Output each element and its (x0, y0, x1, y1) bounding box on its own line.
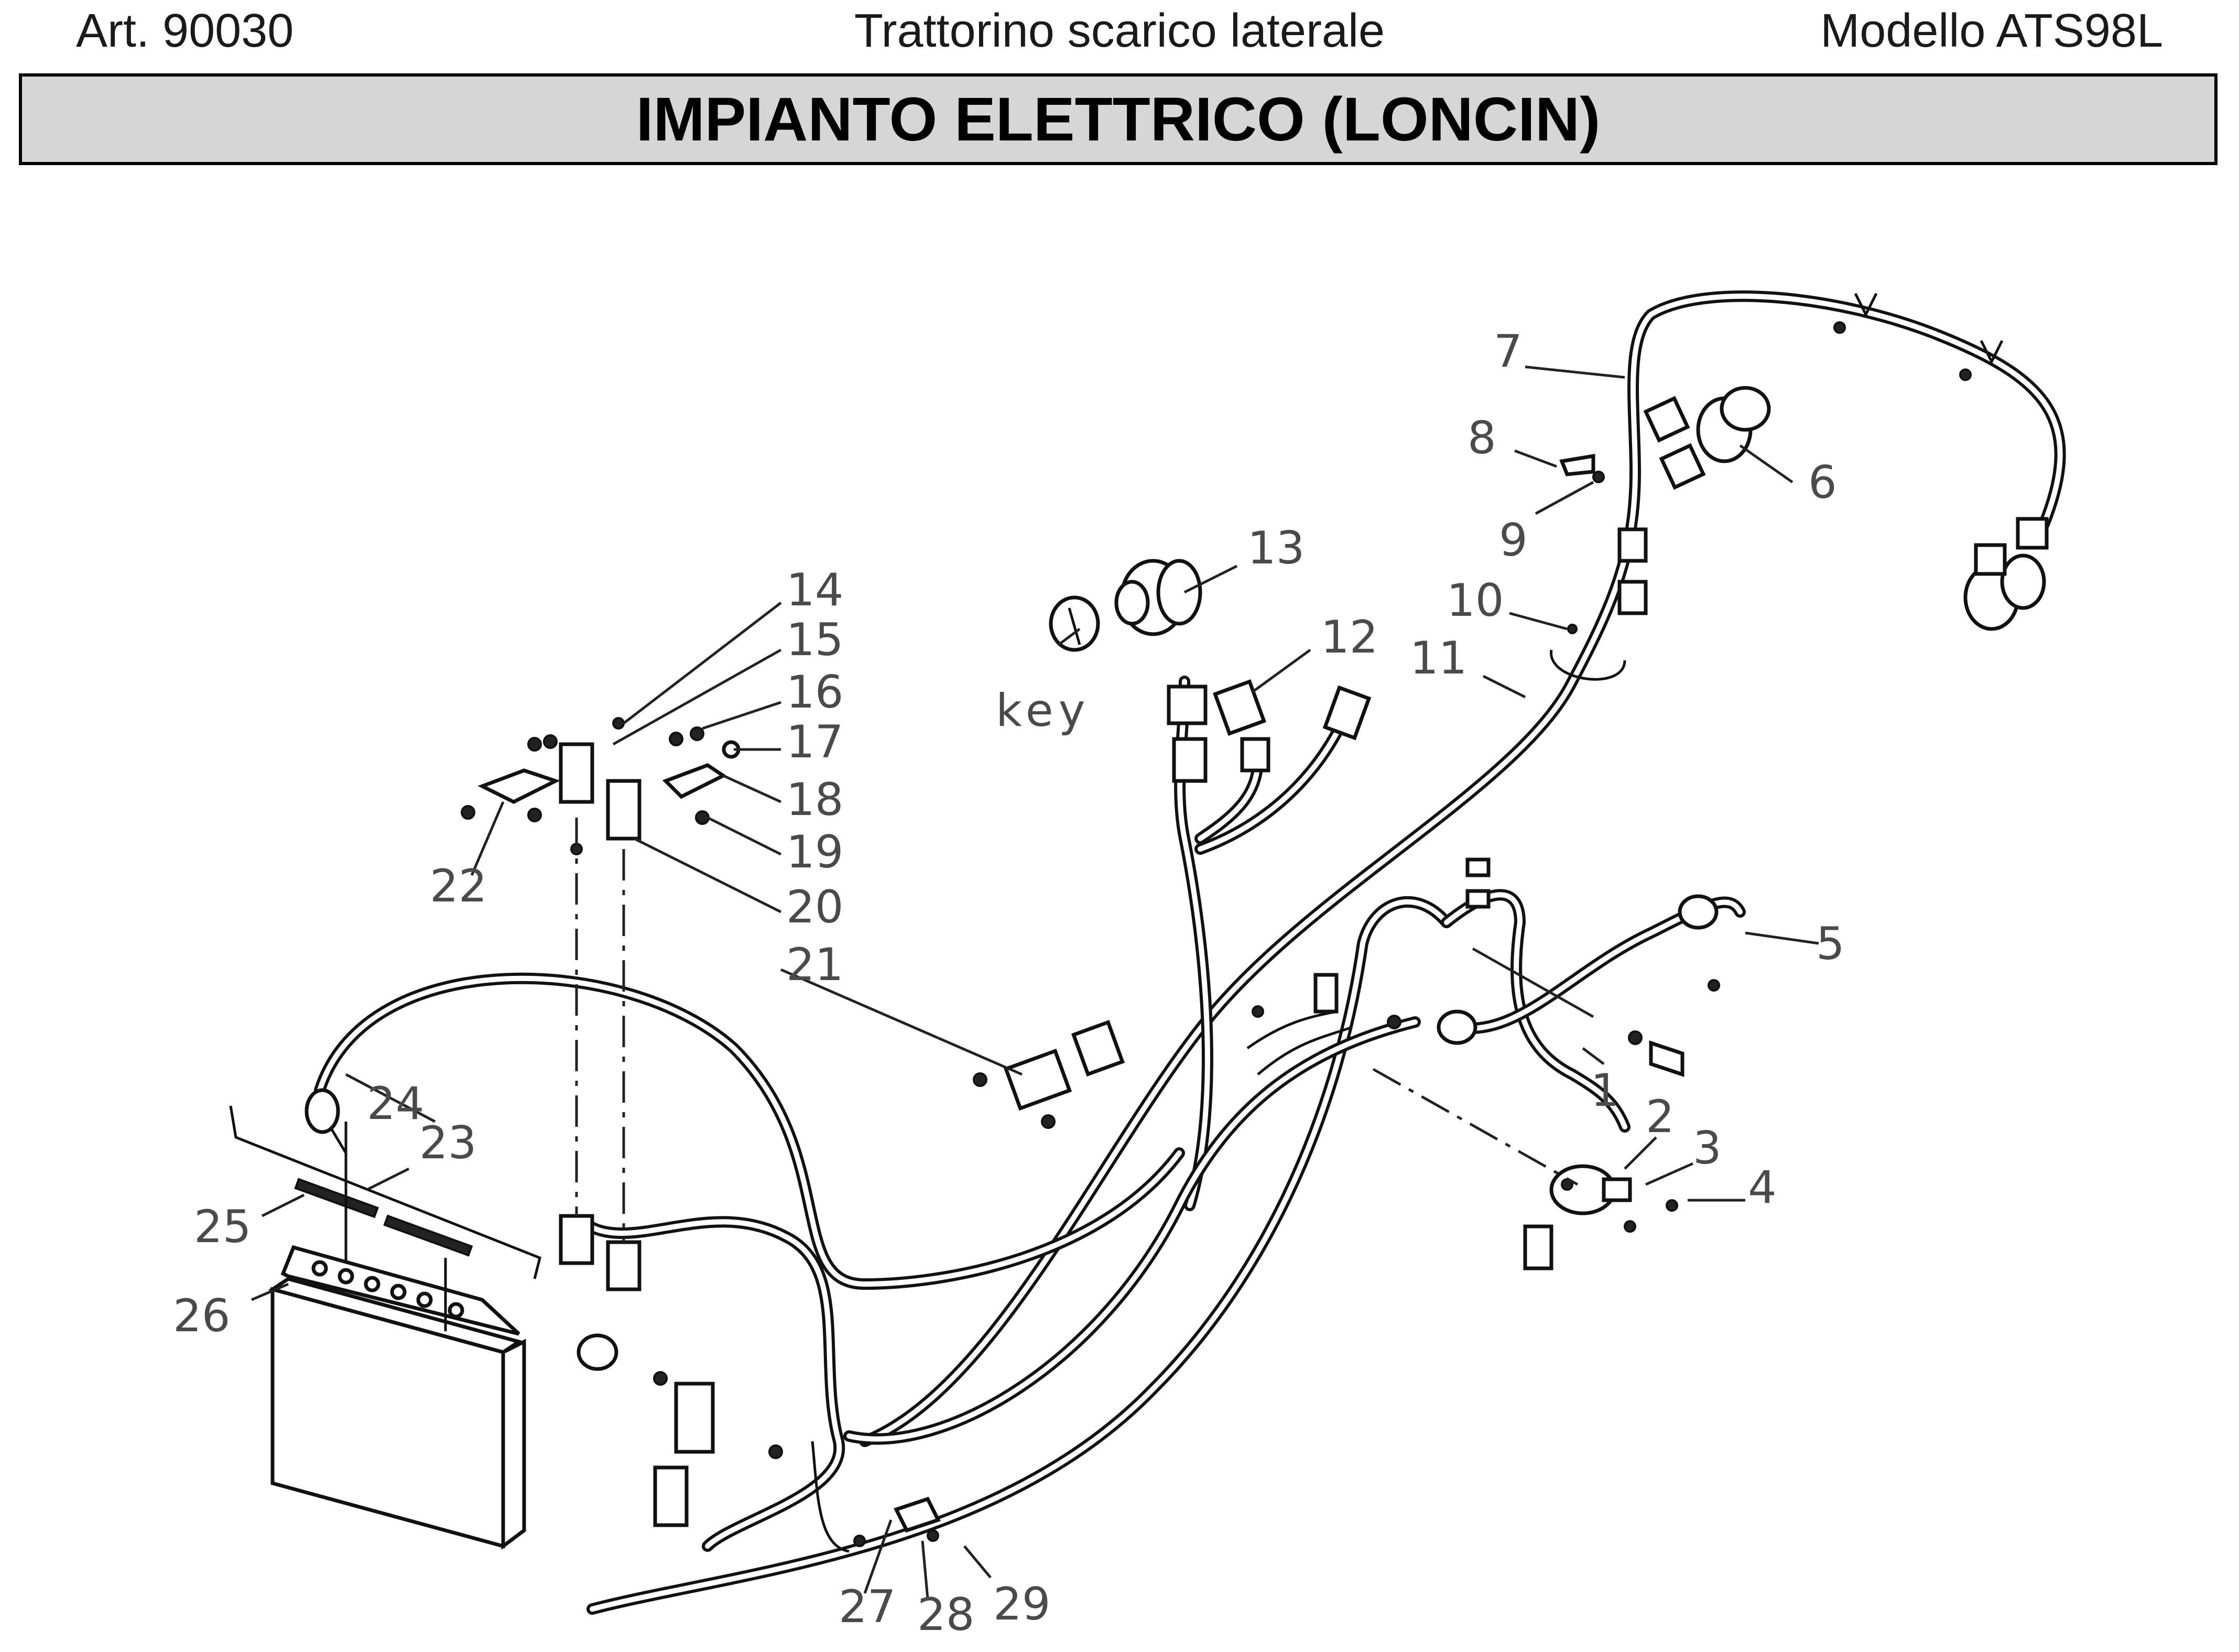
callout-12: 12 (1321, 611, 1378, 664)
battery-positive-cap (577, 1333, 618, 1371)
callout-7: 7 (1494, 325, 1523, 378)
battery (268, 1245, 526, 1550)
diagram-title: IMPIANTO ELETTRICO (LONCIN) (636, 84, 1601, 154)
solenoid-mount-line (1372, 1068, 1579, 1186)
callout-8: 8 (1468, 412, 1496, 464)
callout-25: 25 (194, 1201, 251, 1253)
title-bar: IMPIANTO ELETTRICO (LONCIN) (19, 73, 2218, 165)
callout-29: 29 (993, 1578, 1050, 1631)
callout-9: 9 (1499, 514, 1528, 567)
callout-15: 15 (786, 614, 843, 666)
product-description: Trattorino scarico laterale (854, 5, 1385, 57)
callout-16: 16 (786, 666, 843, 719)
alternator-terminals (1252, 857, 1491, 1018)
callout-5: 5 (1816, 918, 1845, 970)
article-number: Art. 90030 (76, 5, 294, 57)
fuse-holder (653, 1371, 941, 1547)
callout-key: key (996, 684, 1091, 737)
callout-17: 17 (786, 716, 843, 768)
seat-switch (973, 1019, 1125, 1129)
model-number: Modello ATS98L (1820, 5, 2163, 57)
callout-21: 21 (786, 939, 843, 991)
callout-13: 13 (1247, 522, 1305, 574)
battery-terminal (305, 1088, 347, 1154)
ignition-key (1049, 595, 1100, 652)
callout-4: 4 (1748, 1161, 1777, 1214)
callout-27: 27 (839, 1581, 896, 1633)
ignition-switch (1114, 559, 1208, 783)
callout-2: 2 (1646, 1091, 1675, 1143)
callout-labels: 1 2 3 4 5 6 7 8 9 10 11 12 13 14 15 16 1… (173, 325, 1845, 1641)
cable-lug (1387, 1009, 1684, 1077)
callout-1: 1 (1591, 1064, 1620, 1117)
relay-bracket (461, 717, 741, 855)
callout-11: 11 (1410, 632, 1467, 684)
pto-switch (1212, 679, 1372, 773)
callout-22: 22 (430, 860, 487, 912)
callout-14: 14 (786, 564, 843, 616)
callout-20: 20 (786, 881, 843, 933)
callout-10: 10 (1447, 574, 1504, 627)
callout-24: 24 (367, 1078, 424, 1130)
solenoid-ground-line (1472, 947, 1594, 1018)
wiring-harness (314, 290, 2066, 1615)
callout-23: 23 (419, 1117, 476, 1169)
rear-light-left (1643, 386, 1771, 490)
harness-clips (1550, 292, 2004, 681)
battery-hold-down (229, 1105, 541, 1331)
callout-18: 18 (786, 774, 843, 826)
callout-3: 3 (1693, 1122, 1722, 1175)
callout-26: 26 (173, 1290, 230, 1342)
callout-19: 19 (786, 826, 843, 878)
callout-6: 6 (1808, 457, 1837, 509)
callout-28: 28 (917, 1589, 974, 1641)
regulator-terminal (1678, 894, 1720, 992)
rear-light-right (1963, 517, 2049, 631)
leader-lines (251, 365, 1819, 1599)
